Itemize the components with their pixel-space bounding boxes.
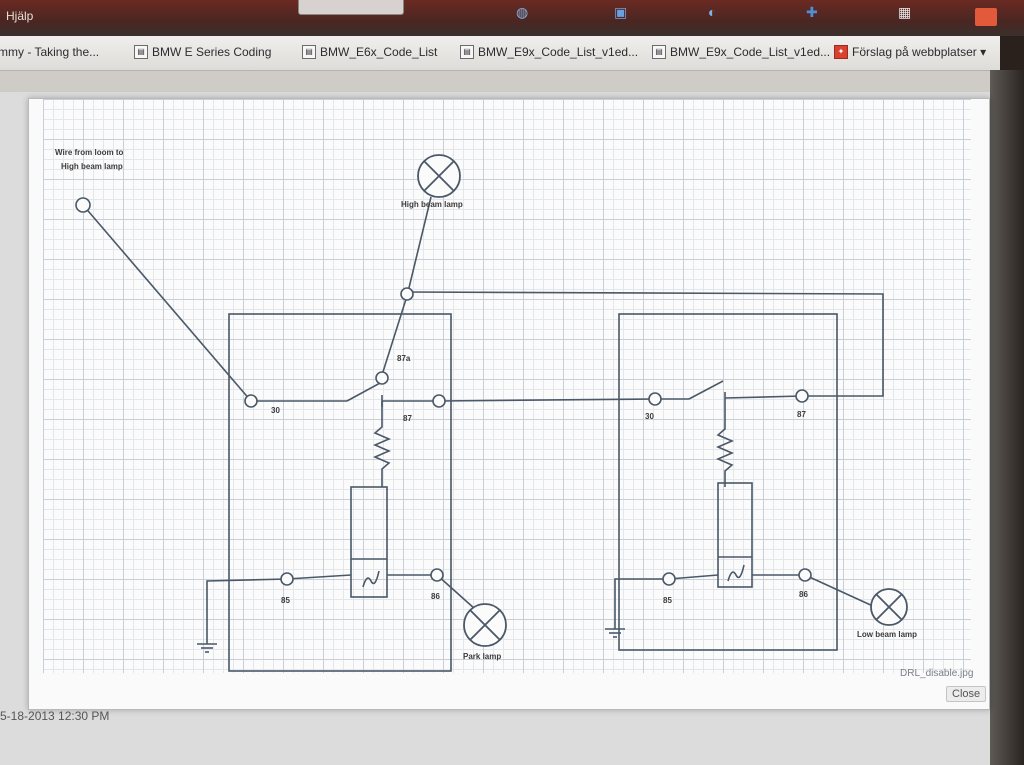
high-beam-wire-lower: [381, 295, 408, 376]
taskbar-timestamp: 5-18-2013 12:30 PM: [0, 709, 110, 723]
page-icon: ▤: [302, 45, 316, 59]
relay-1-pin-86: [430, 568, 444, 582]
relay-1-box: [228, 313, 452, 672]
park-lamp-wire: [436, 574, 476, 610]
relay-2-box: [618, 313, 838, 651]
relay-2-switch-arm: [688, 380, 724, 400]
relay-2-pin-86-label: 86: [799, 590, 808, 599]
title-strip: Hjälp ◍ ▣ ◐ ✚ ▦: [0, 0, 1024, 36]
wire-label-line2: High beam lamp: [61, 162, 123, 171]
relay-2-pin-30-label: 30: [645, 412, 654, 421]
suggested-sites-icon: ✦: [834, 45, 848, 59]
browser-icon[interactable]: ◍: [516, 4, 529, 20]
relay-1-pin-87-label: 87: [403, 414, 412, 423]
favorite-link-6[interactable]: ✦ Förslag på webbplatser ▾: [834, 45, 986, 59]
relay-2-pin-85-label: 85: [663, 596, 672, 605]
grid-icon[interactable]: ▦: [898, 4, 912, 20]
page-icon: ▤: [460, 45, 474, 59]
ie-icon[interactable]: ◐: [708, 4, 717, 20]
relay-2-ground-wire: [614, 578, 669, 629]
relay-2-pin-86: [798, 568, 812, 582]
loop-wire: [406, 291, 884, 397]
relay-1-spring: [372, 401, 392, 487]
relay-1-coil-wave: [362, 570, 380, 588]
relay-1-switch-arm: [346, 381, 383, 402]
high-beam-lamp-icon: [417, 154, 461, 198]
help-menu[interactable]: Hjälp: [6, 9, 34, 23]
relay-2-coil-wave: [727, 564, 745, 582]
image-filename: DRL_disable.jpg: [900, 668, 974, 679]
relay-1-pin-85: [280, 572, 294, 586]
page-icon: ▤: [652, 45, 666, 59]
high-beam-wire-upper: [406, 196, 432, 297]
low-beam-lamp-icon: [870, 588, 908, 626]
favorite-link-2[interactable]: ▤ BMW E Series Coding: [134, 45, 271, 59]
low-beam-wire: [804, 574, 876, 608]
favorite-link-4[interactable]: ▤ BMW_E9x_Code_List_v1ed...: [460, 45, 638, 59]
relay-1-85-wire: [286, 574, 352, 580]
relay-2-85-wire: [668, 574, 719, 580]
relay-2-spring: [715, 406, 735, 487]
close-button[interactable]: Close: [946, 686, 987, 702]
relay-2-pin-85: [662, 572, 676, 586]
park-lamp-icon: [463, 603, 507, 647]
red-tray-icon[interactable]: [975, 8, 997, 26]
relay-1-ground-wire: [206, 578, 288, 644]
relay-1-pin-85-label: 85: [281, 596, 290, 605]
relay-2-pin-87-label: 87: [797, 410, 806, 419]
relay-1-coil: [350, 486, 388, 598]
relay-1-pin-30: [244, 394, 258, 408]
low-beam-label: Low beam lamp: [857, 630, 917, 639]
relay-1-pin-87a: [375, 371, 389, 385]
relay-schematic: Wire from loom to High beam lamp High be…: [55, 148, 917, 672]
relay-2-pin-30: [648, 392, 662, 406]
window-tab[interactable]: [298, 0, 404, 15]
park-lamp-label: Park lamp: [463, 652, 501, 661]
relay-2-coil: [717, 482, 753, 588]
flag-icon[interactable]: ✚: [806, 4, 818, 20]
relay-1-pin-86-label: 86: [431, 592, 440, 601]
high-beam-label: High beam lamp: [401, 200, 463, 209]
relay-2-pin-87: [795, 389, 809, 403]
favorite-link-1[interactable]: mmy - Taking the...: [0, 45, 100, 59]
favorites-bar: mmy - Taking the... ▤ BMW E Series Codin…: [0, 36, 1000, 71]
screen-edge: [990, 70, 1024, 765]
high-beam-junction: [400, 287, 414, 301]
loom-terminal: [75, 197, 91, 213]
relay-1-pin-87a-label: 87a: [397, 354, 411, 363]
relay-2-87-wire: [724, 395, 803, 399]
page-top-band: [0, 71, 1024, 95]
relay-1-pin-87-out: [432, 394, 446, 408]
image-viewer-dialog: Wire from loom to High beam lamp High be…: [28, 98, 990, 710]
wire-label-line1: Wire from loom to: [55, 148, 123, 157]
relay-link-wire: [438, 398, 656, 402]
favorite-link-3[interactable]: ▤ BMW_E6x_Code_List: [302, 45, 437, 59]
relay-1-pin-30-label: 30: [271, 406, 280, 415]
grid-paper: [43, 99, 971, 673]
page-icon: ▤: [134, 45, 148, 59]
loom-wire: [82, 204, 252, 402]
app-icon[interactable]: ▣: [614, 4, 628, 20]
favorite-link-5[interactable]: ▤ BMW_E9x_Code_List_v1ed...: [652, 45, 830, 59]
